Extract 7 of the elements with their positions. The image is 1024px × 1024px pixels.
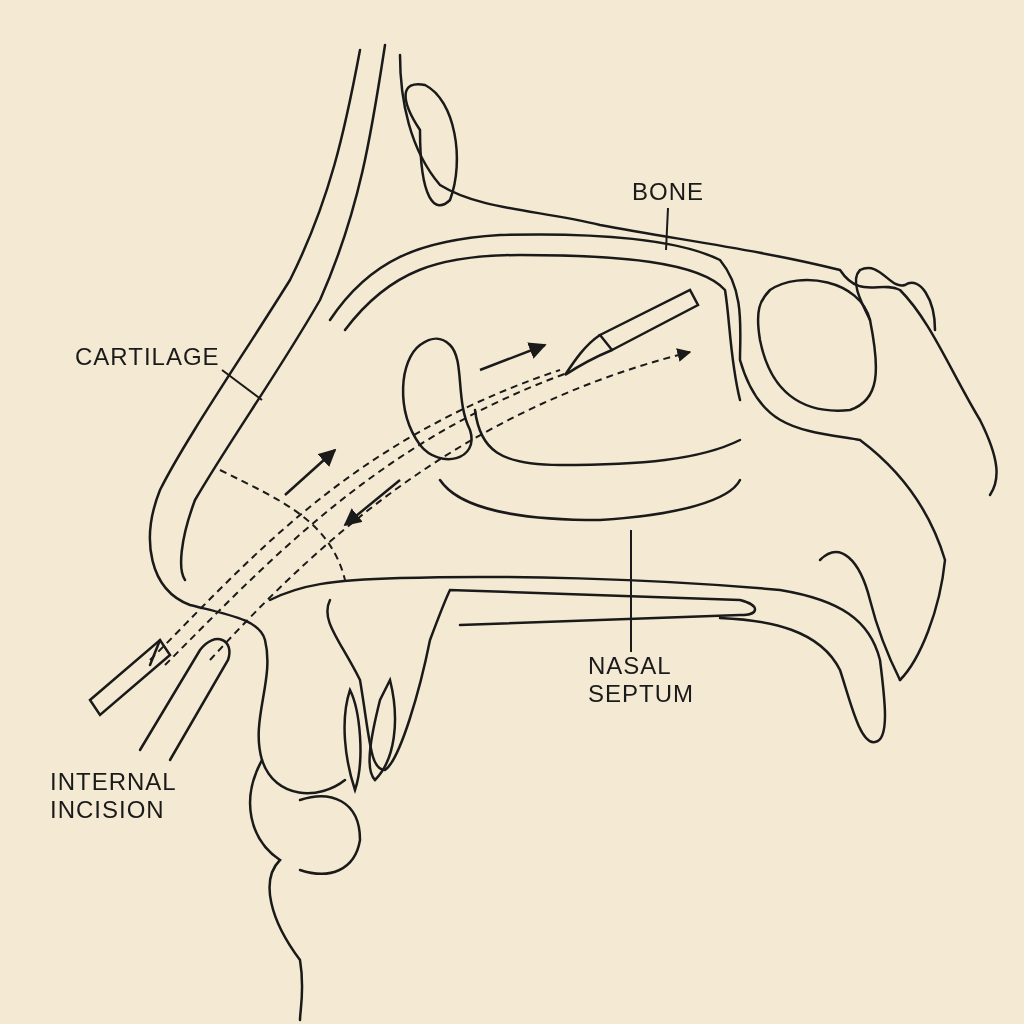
leader-line: [665, 207, 669, 251]
part-label: CARTILAGE: [75, 343, 225, 371]
leader-line: [630, 529, 632, 653]
part-label: NASAL SEPTUM: [588, 652, 698, 708]
leader-line: [221, 369, 263, 401]
part-label: INTERNAL INCISION: [50, 768, 177, 824]
part-label: BONE: [632, 178, 722, 206]
